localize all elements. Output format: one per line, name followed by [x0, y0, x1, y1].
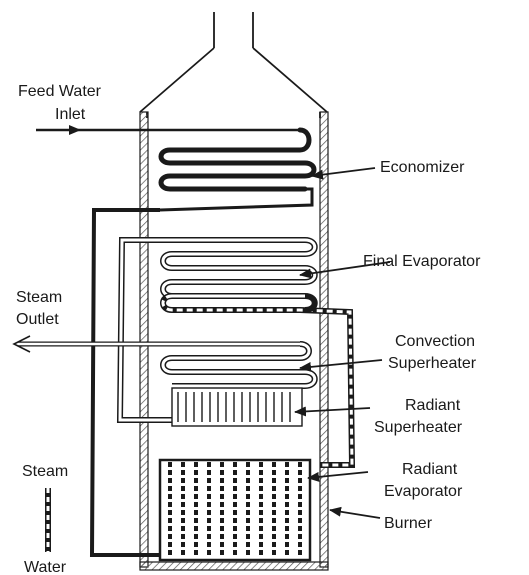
radiant-evaporator-label-1: Radiant	[402, 461, 458, 478]
economizer-coil	[158, 127, 317, 192]
economizer-link	[159, 187, 314, 212]
convection-superheater-coil	[160, 341, 318, 389]
steam-outlet-label-1: Steam	[16, 289, 62, 306]
furnace-walls	[139, 111, 329, 571]
radiant-superheater-label-2: Superheater	[374, 419, 463, 436]
chimney	[139, 12, 328, 118]
inlet-label: Inlet	[55, 106, 86, 123]
steam-outlet-label-2: Outlet	[16, 311, 59, 328]
radiant-evaporator	[158, 458, 312, 562]
legend-water-label: Water	[24, 559, 67, 575]
legend-steam-label: Steam	[22, 463, 68, 480]
feed-water-label: Feed Water	[18, 83, 102, 100]
leader-arrows	[294, 167, 391, 519]
radiant-superheater-label-1: Radiant	[405, 397, 461, 414]
final-evaporator-label: Final Evaporator	[363, 253, 481, 270]
convection-label-1: Convection	[395, 333, 475, 350]
burner-label: Burner	[384, 515, 433, 532]
steam-outlet-pipe	[12, 335, 300, 353]
convection-label-2: Superheater	[388, 355, 477, 372]
radiant-evaporator-label-2: Evaporator	[384, 483, 463, 500]
radiant-superheater	[171, 387, 303, 427]
economizer-label: Economizer	[380, 159, 465, 176]
mixed-flow-pipe	[160, 293, 356, 468]
